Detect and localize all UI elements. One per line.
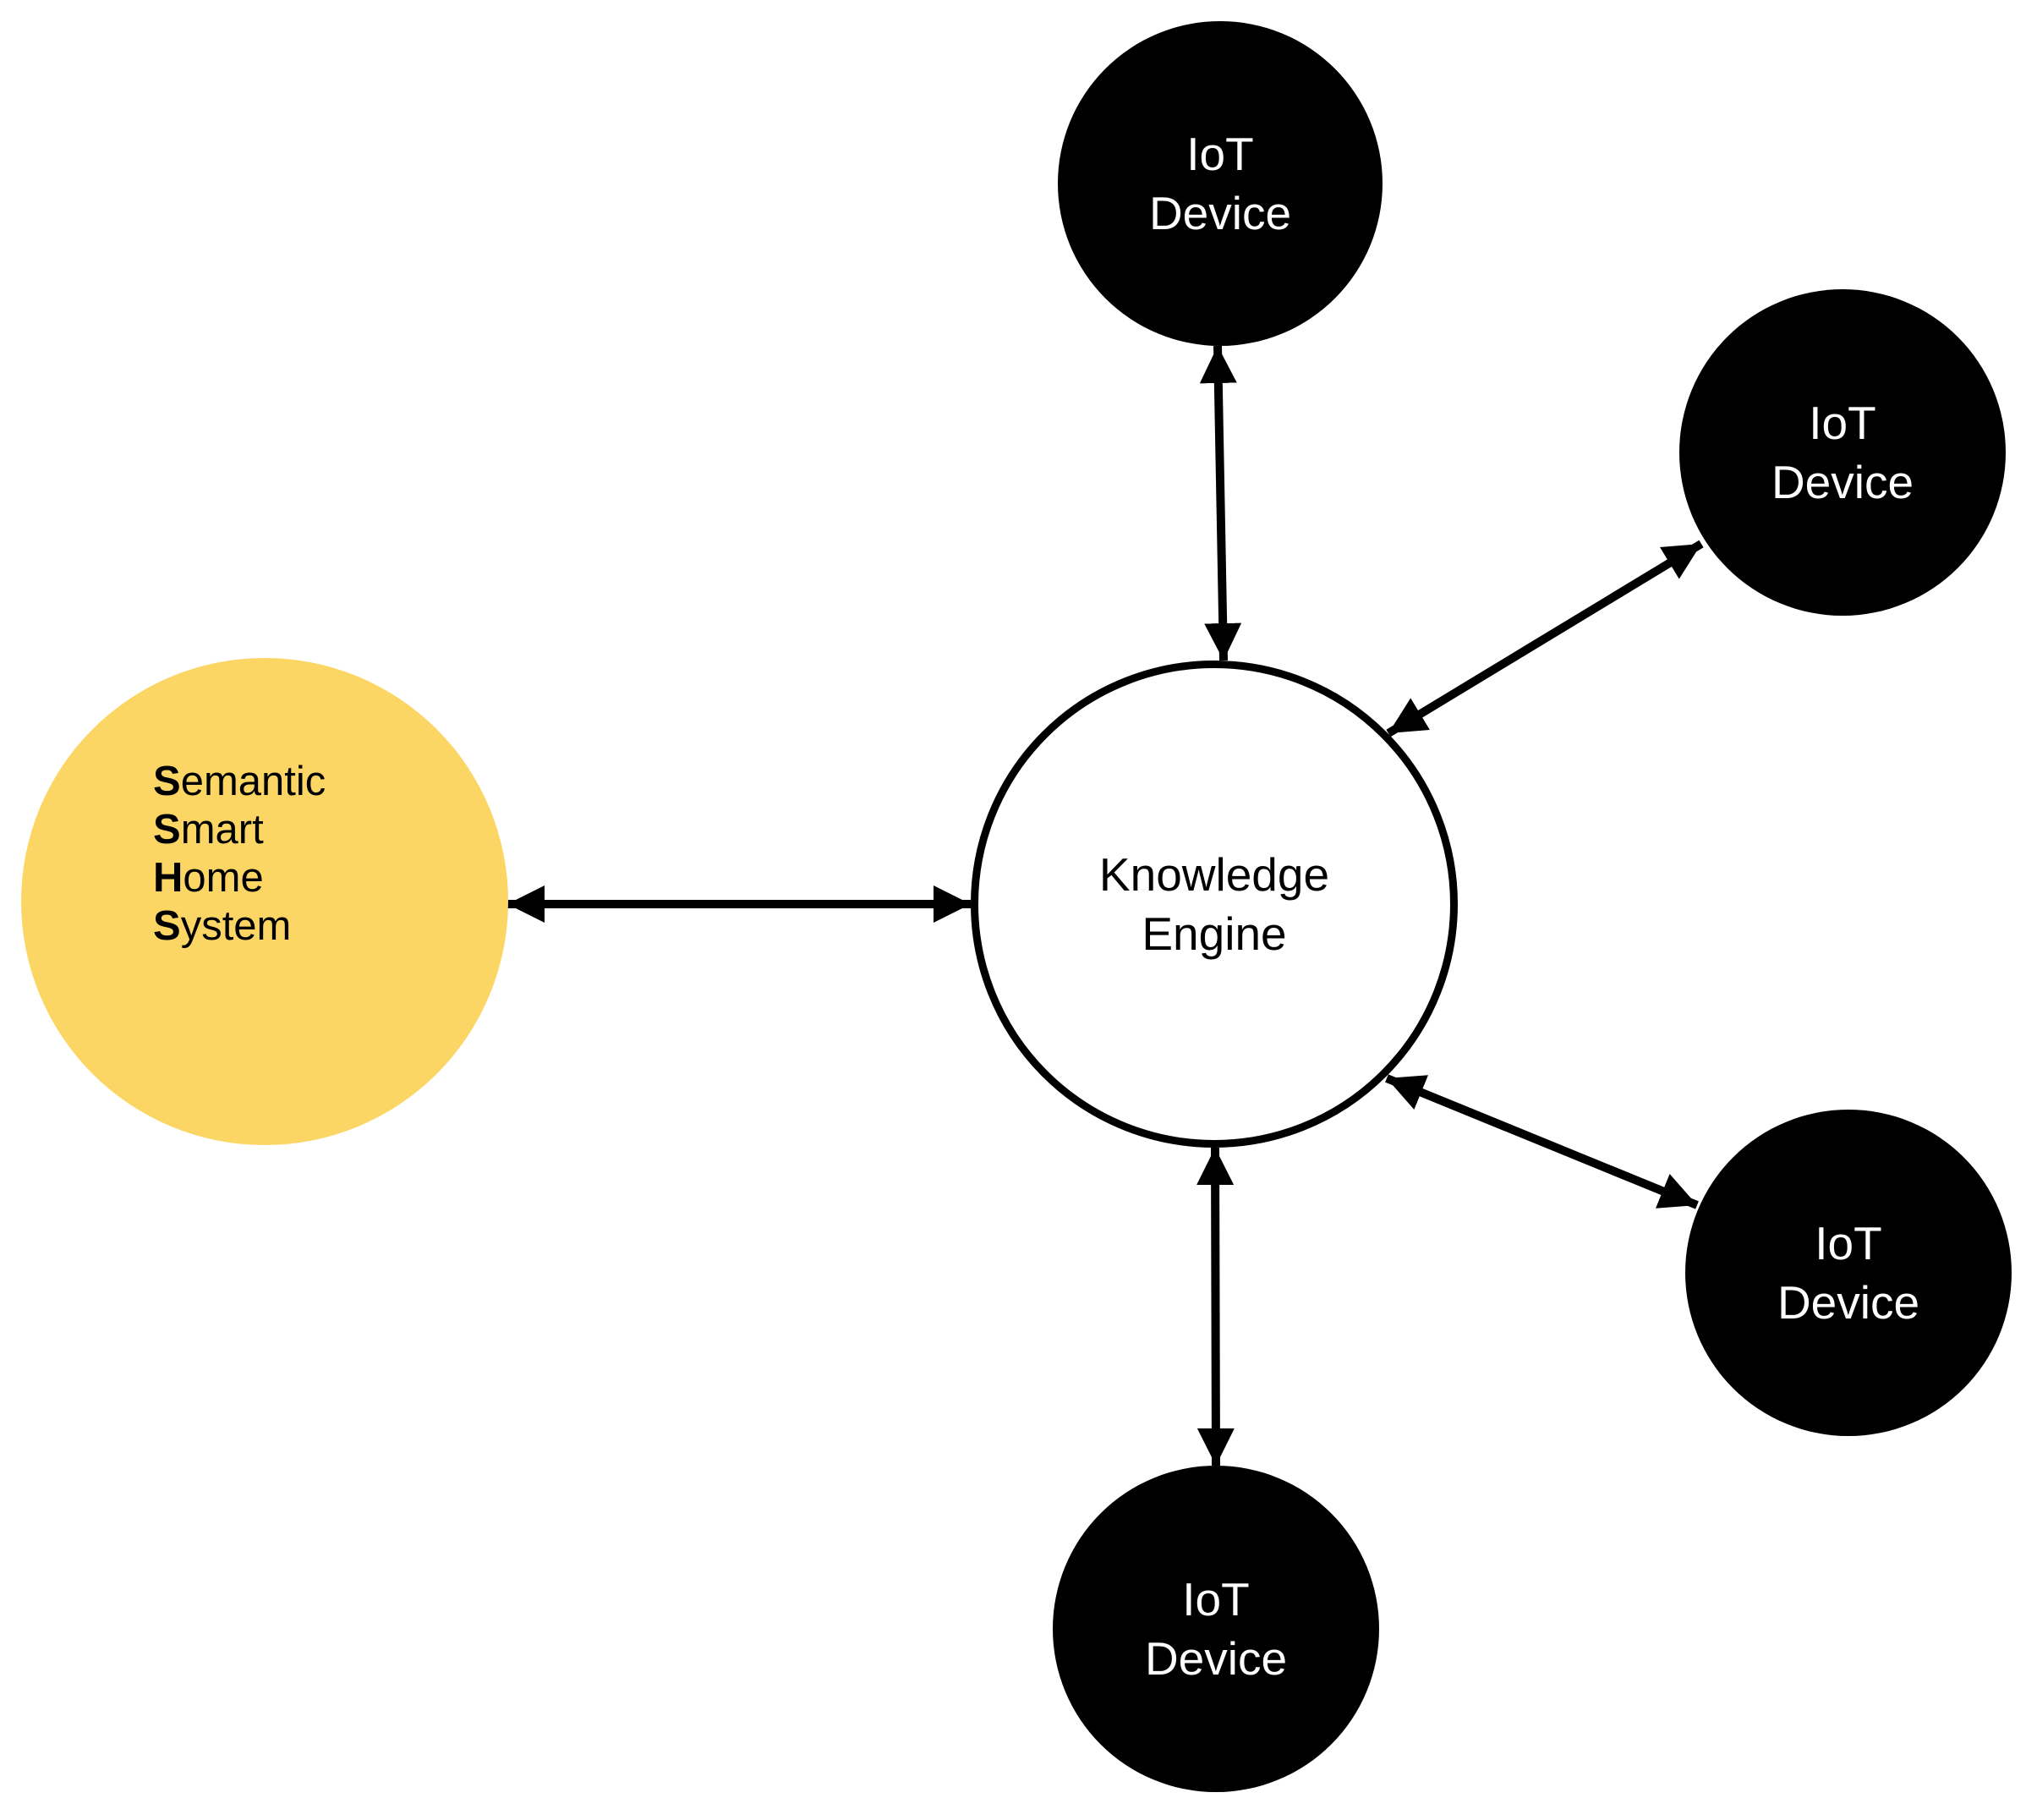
node-iot-device-lower-right: IoT Device: [1685, 1110, 2012, 1436]
home-label-line-home: Home: [153, 855, 264, 901]
iot-device-lower-right-label: IoT Device: [1777, 1217, 1920, 1329]
arrow-top-device-engine: [1199, 345, 1242, 661]
iot-device-upper-right-label: IoT Device: [1771, 397, 1914, 508]
semantic-smart-home-system-label: Semantic Smart Home System: [153, 758, 326, 951]
home-label-line-system: System: [153, 903, 292, 949]
node-knowledge-engine: Knowledge Engine: [971, 661, 1458, 1148]
arrow-lower-right-device-engine: [1385, 1074, 1699, 1209]
iot-device-top-label: IoT Device: [1148, 128, 1292, 239]
node-iot-device-top: IoT Device: [1058, 21, 1383, 346]
node-iot-device-bottom: IoT Device: [1053, 1466, 1379, 1792]
home-label-line-semantic: Semantic: [153, 759, 326, 804]
arrow-bottom-device-engine: [1196, 1147, 1235, 1466]
iot-device-bottom-label: IoT Device: [1144, 1573, 1288, 1685]
knowledge-engine-label: Knowledge Engine: [1098, 848, 1330, 960]
node-semantic-smart-home-system: Semantic Smart Home System: [21, 658, 508, 1145]
arrow-upper-right-device-engine: [1386, 540, 1704, 737]
node-iot-device-upper-right: IoT Device: [1679, 289, 2006, 616]
home-label-line-smart: Smart: [153, 807, 264, 852]
